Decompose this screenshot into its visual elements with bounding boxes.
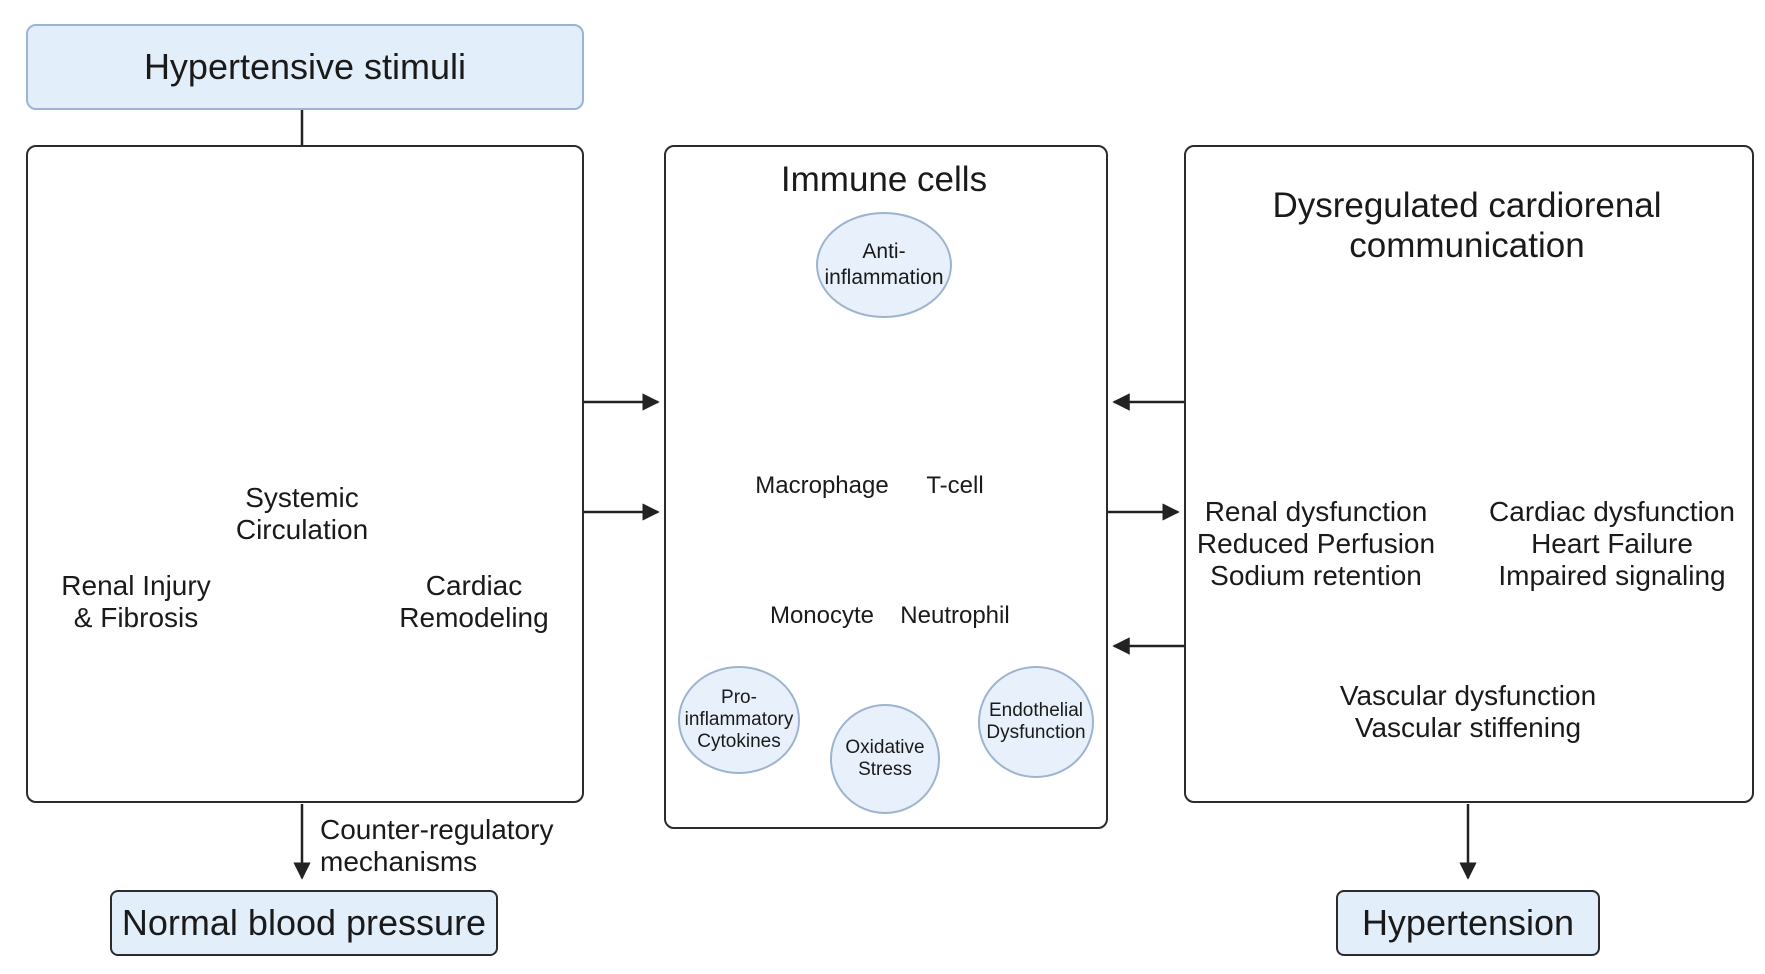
cardiac-remodeling-label: Cardiac Remodeling (399, 570, 549, 633)
hypertensive-stimuli-box: Hypertensive stimuli (26, 24, 584, 110)
oxidative-stress-bubble: Oxidative Stress (830, 704, 940, 814)
vascular-dysfunction-label: Vascular dysfunction Vascular stiffening (1339, 680, 1597, 743)
right-panel (1184, 145, 1754, 803)
pro-inflammatory-bubble: Pro- inflammatory Cytokines (678, 666, 800, 774)
hypertensive-stimuli-label: Hypertensive stimuli (143, 46, 467, 87)
systemic-circulation-label: Systemic Circulation (235, 482, 369, 545)
normal-blood-pressure-label: Normal blood pressure (121, 902, 487, 943)
cardiac-dysfunction-label: Cardiac dysfunction Heart Failure Impair… (1489, 496, 1735, 591)
renal-injury-label: Renal Injury & Fibrosis (61, 570, 211, 633)
hypertension-label: Hypertension (1361, 902, 1575, 943)
immune-cells-title: Immune cells (780, 160, 988, 199)
neutrophil-label: Neutrophil (900, 602, 1010, 629)
normal-blood-pressure-box: Normal blood pressure (110, 890, 498, 956)
renal-dysfunction-label: Renal dysfunction Reduced Perfusion Sodi… (1196, 496, 1436, 591)
monocyte-label: Monocyte (769, 602, 875, 629)
endothelial-dysfunction-bubble: Endothelial Dysfunction (978, 666, 1094, 778)
macrophage-label: Macrophage (755, 472, 889, 499)
hypertension-box: Hypertension (1336, 890, 1600, 956)
counter-regulatory-label: Counter-regulatory mechanisms (320, 814, 554, 877)
dysregulated-title: Dysregulated cardiorenal communication (1272, 186, 1662, 265)
left-panel (26, 145, 584, 803)
anti-inflammation-bubble: Anti- inflammation (816, 212, 952, 318)
tcell-label: T-cell (926, 472, 984, 499)
